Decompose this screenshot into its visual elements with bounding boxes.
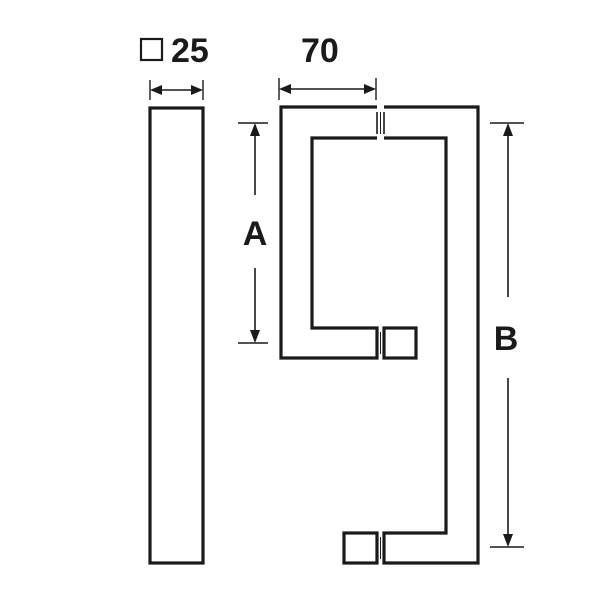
section-size-label: 25: [171, 32, 209, 70]
width-dimension: [278, 78, 377, 100]
side-profile-bar: [148, 106, 205, 565]
long-handle-mount-block: [342, 531, 379, 565]
short-handle-mount-block: [382, 326, 418, 360]
arrow-up-icon: [503, 123, 513, 136]
long-handle-outline: [382, 105, 480, 565]
arrow-up-icon: [250, 123, 260, 136]
section-width-dimension: [149, 80, 204, 100]
short-handle-outline: [279, 105, 379, 360]
arrow-down-icon: [250, 330, 260, 343]
arrow-left-icon: [279, 84, 291, 94]
dimension-a: [238, 122, 268, 344]
arrow-right-icon: [191, 85, 203, 95]
arrow-down-icon: [503, 534, 513, 547]
width-label: 70: [301, 32, 339, 70]
arrow-left-icon: [150, 85, 162, 95]
dimension-a-label: A: [243, 215, 268, 253]
arrow-right-icon: [364, 84, 376, 94]
dimension-b: [490, 122, 524, 548]
joint-seams: [376, 112, 385, 559]
dimension-b-label: B: [494, 320, 519, 358]
square-section-icon: [139, 37, 164, 62]
